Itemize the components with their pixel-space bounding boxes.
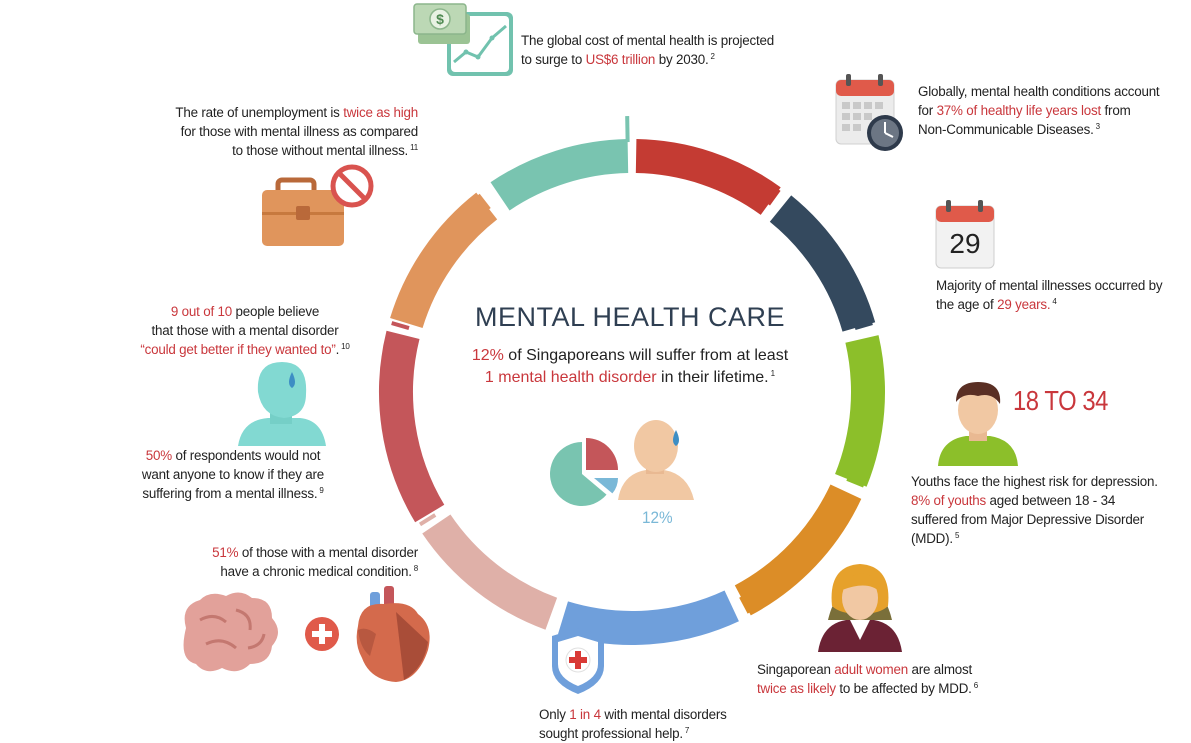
youth-text: Youths face the highest risk for depress… (911, 472, 1191, 548)
center-stat-line1: of Singaporeans will suffer from at leas… (504, 347, 788, 364)
age-ref: 4 (1052, 297, 1056, 306)
stigma-text: 50% of respondents would not want anyone… (120, 446, 346, 503)
ring-segment-life-years (636, 156, 771, 201)
pie-slice-rose (586, 438, 618, 470)
women-highlight-1: adult women (834, 662, 908, 677)
worried-person-icon (238, 362, 326, 446)
youth-highlight: 8% of youths (911, 493, 986, 508)
unemployment-line3: to those without mental illness. (232, 143, 408, 158)
life-years-line3: Non-Communicable Diseases. (918, 122, 1094, 137)
belief-line2: that those with a mental disorder (152, 323, 339, 338)
age-line1: Majority of mental illnesses occurred by (936, 278, 1162, 293)
help-line2: sought professional help. (539, 726, 683, 741)
belief-highlight-1: 9 out of 10 (171, 304, 232, 319)
heart-organ-icon (357, 586, 430, 682)
plus-icon (305, 617, 339, 651)
age-highlight: 29 years. (997, 297, 1050, 312)
women-line1-pre: Singaporean (757, 662, 834, 677)
chronic-text: 51% of those with a mental disorder have… (160, 543, 418, 581)
belief-text: 9 out of 10 people believe that those wi… (132, 302, 358, 359)
chronic-ref: 8 (414, 564, 418, 573)
unemployment-text: The rate of unemployment is twice as hig… (150, 103, 418, 160)
unemployment-highlight: twice as high (343, 105, 418, 120)
belief-highlight-2: “could get better if they wanted to” (140, 342, 335, 357)
briefcase-ban-icon (262, 167, 371, 246)
belief-line1-post: people believe (232, 304, 319, 319)
life-years-line2-post: from (1101, 103, 1131, 118)
life-years-line1: Globally, mental health conditions accou… (918, 84, 1159, 99)
money-growth-icon: $ (414, 4, 513, 76)
ring-segment-cost (500, 156, 628, 196)
center-pie-chart (550, 438, 618, 506)
life-years-ref: 3 (1096, 122, 1100, 131)
life-years-highlight: 37% of healthy life years lost (937, 103, 1101, 118)
stigma-highlight: 50% (146, 448, 172, 463)
help-line1-pre: Only (539, 707, 569, 722)
youth-line2-post: aged between 18 - 34 (986, 493, 1115, 508)
center-stat: 12% of Singaporeans will suffer from at … (440, 345, 820, 389)
svg-text:$: $ (436, 11, 444, 27)
women-line2-post: to be affected by MDD. (836, 681, 972, 696)
cost-line2-pre: to surge to (521, 52, 586, 67)
unemployment-ref: 11 (410, 143, 418, 152)
ring-segment-chronic (436, 524, 551, 614)
life-years-line2-pre: for (918, 103, 937, 118)
stigma-line1-post: of respondents would not (172, 448, 320, 463)
chronic-line2: have a chronic medical condition. (220, 564, 411, 579)
ring-segment-stigma (396, 335, 430, 514)
page-title: MENTAL HEALTH CARE (440, 302, 820, 333)
stigma-line3: suffering from a mental illness. (142, 486, 317, 501)
belief-line3-post: . (336, 342, 340, 357)
age-line2-pre: the age of (936, 297, 997, 312)
women-text: Singaporean adult women are almost twice… (757, 660, 978, 698)
help-line1-post: with mental disorders (601, 707, 727, 722)
youth-line3: suffered from Major Depressive Disorder … (911, 512, 1144, 546)
women-ref: 6 (974, 681, 978, 690)
unemployment-line2: for those with mental illness as compare… (181, 124, 418, 139)
brain-icon (184, 592, 278, 671)
cost-highlight: US$6 trillion (586, 52, 656, 67)
women-highlight-2: twice as likely (757, 681, 836, 696)
center-stat-hl: 1 mental health disorder (485, 369, 657, 386)
life-years-text: Globally, mental health conditions accou… (918, 82, 1159, 139)
ring-segment-help (563, 606, 732, 628)
age-range-label: 18 TO 34 (1013, 385, 1108, 417)
woman-avatar-icon (818, 564, 902, 652)
women-line1-post: are almost (908, 662, 972, 677)
stigma-ref: 9 (319, 486, 323, 495)
age-text: Majority of mental illnesses occurred by… (936, 276, 1162, 314)
help-highlight: 1 in 4 (569, 707, 601, 722)
shield-cross-icon (552, 628, 604, 694)
chronic-highlight: 51% (212, 545, 238, 560)
stigma-line2: want anyone to know if they are (142, 467, 324, 482)
chronic-line1-post: of those with a mental disorder (238, 545, 418, 560)
center-stat-line2: in their lifetime. (657, 369, 769, 386)
youth-line1: Youths face the highest risk for depress… (911, 474, 1158, 489)
help-text: Only 1 in 4 with mental disorders sought… (539, 705, 727, 743)
cost-line1: The global cost of mental health is proj… (521, 33, 774, 48)
center-person-icon (618, 420, 694, 500)
help-ref: 7 (685, 726, 689, 735)
youth-ref: 5 (955, 531, 959, 540)
ring-tick-stigma (392, 323, 409, 328)
cost-ref: 2 (710, 52, 714, 61)
center-stat-pct: 12% (472, 347, 504, 364)
youth-avatar-icon (938, 382, 1018, 466)
belief-ref: 10 (341, 342, 350, 351)
ring-segment-youth (851, 339, 868, 480)
unemployment-line1-pre: The rate of unemployment is (175, 105, 343, 120)
center-ref: 1 (771, 369, 775, 378)
cost-text: The global cost of mental health is proj… (521, 31, 774, 69)
calendar-number: 29 (936, 228, 994, 260)
center-pie-label: 12% (642, 508, 673, 528)
calendar-clock-icon (836, 74, 903, 151)
cost-line2-post: by 2030. (655, 52, 708, 67)
ring-segment-women (743, 492, 846, 601)
